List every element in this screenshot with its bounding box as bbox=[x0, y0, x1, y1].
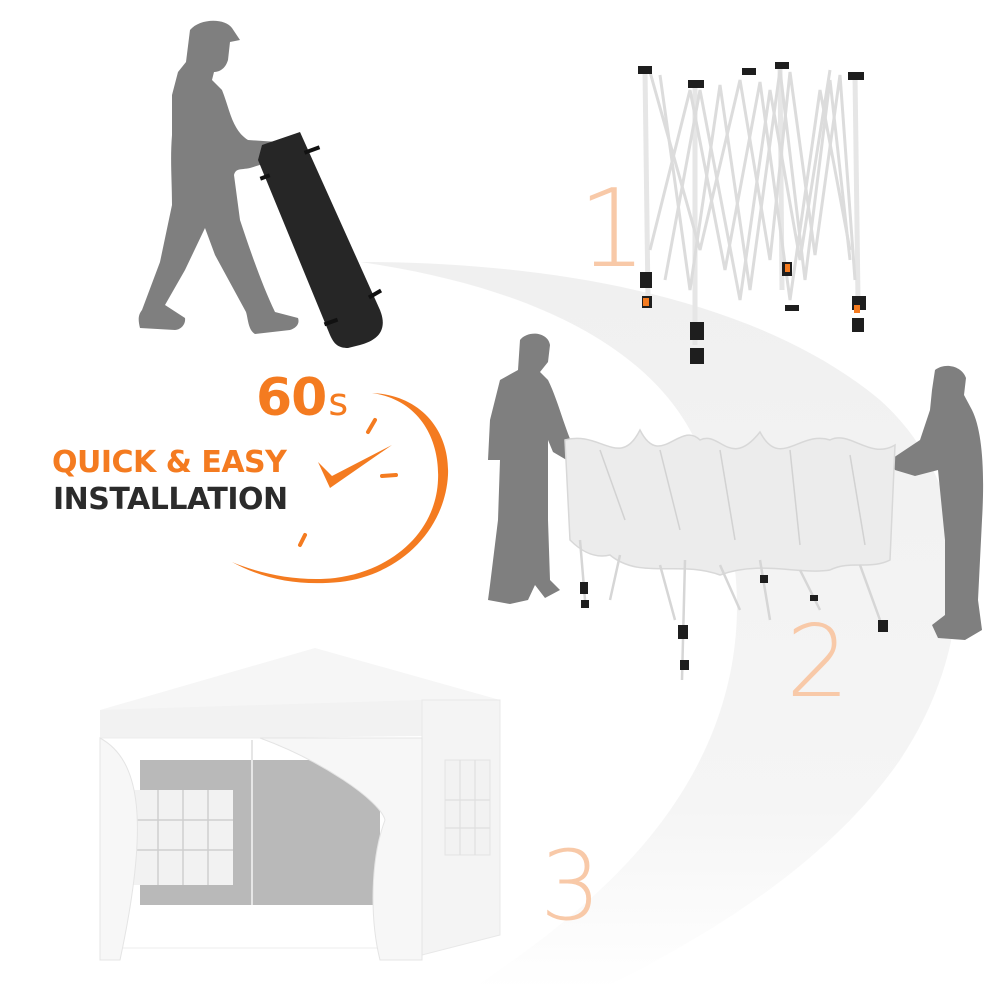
timer-value: 60 bbox=[256, 368, 327, 428]
step-number-3: 3 bbox=[540, 830, 602, 942]
person-left-silhouette-icon bbox=[488, 333, 575, 604]
folded-canopy-shape bbox=[564, 428, 896, 576]
person-right-silhouette-icon bbox=[890, 365, 984, 640]
timer-unit: s bbox=[328, 380, 348, 424]
step-number-1: 1 bbox=[578, 167, 647, 292]
person-silhouette-icon bbox=[138, 20, 299, 334]
timer-label: 60s bbox=[256, 372, 348, 424]
carry-bag-icon bbox=[258, 132, 383, 348]
headline-installation: INSTALLATION bbox=[53, 482, 288, 517]
headline-quick-easy: QUICK & EASY bbox=[52, 445, 287, 480]
step-number-2: 2 bbox=[786, 603, 850, 720]
